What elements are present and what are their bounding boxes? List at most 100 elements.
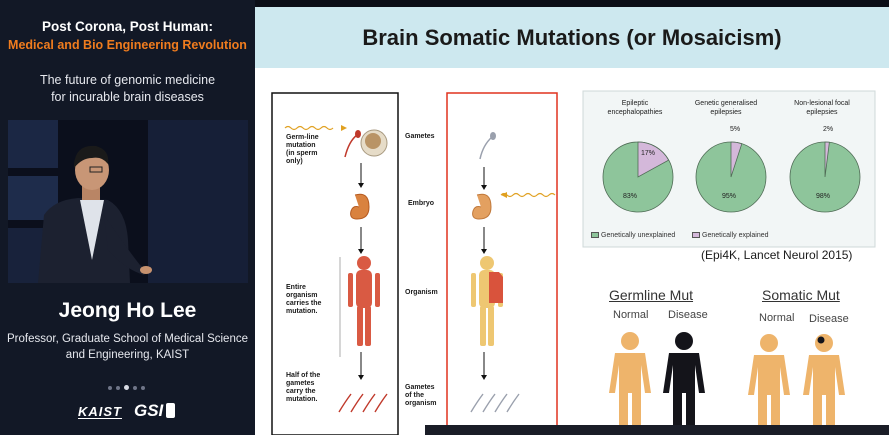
pie-title-line: epilepsies: [806, 108, 838, 116]
arrow-head: [481, 185, 487, 190]
arrow-head: [358, 375, 364, 380]
germline-disease-label: Disease: [668, 309, 708, 321]
arrow-head: [358, 249, 364, 254]
somatic-disease-silhouette: [803, 334, 845, 433]
speaker-affiliation-line1: Professor, Graduate School of Medical Sc…: [7, 333, 248, 345]
brain-lesion-marker: [817, 336, 825, 344]
pie-label-unexplained: 83%: [622, 193, 637, 200]
note-line: Gametes: [405, 384, 435, 391]
organism-red-figure: [348, 256, 380, 346]
talk-title: The future of genomic medicine for incur…: [0, 72, 255, 106]
note-line: Half of the: [286, 372, 321, 379]
pie-label-explained: 5%: [729, 126, 741, 133]
note-line: gametes: [286, 380, 315, 387]
slide-pagination[interactable]: [106, 379, 147, 391]
sperm-head-icon: [355, 130, 361, 138]
somatic-heading: Somatic Mut: [762, 287, 840, 303]
germline-heading: Germline Mut: [609, 287, 694, 303]
germline-normal-label: Normal: [613, 309, 649, 321]
gsi-logo: GSI: [134, 401, 164, 420]
note-line: mutation.: [286, 396, 318, 403]
event-subtitle: Medical and Bio Engineering Revolution: [8, 38, 247, 52]
somatic-normal-label: Normal: [759, 312, 795, 324]
stage-gametes-of-organism: Gametes of the organism: [405, 384, 437, 408]
pie-label-explained: 2%: [822, 126, 834, 133]
pie-charts: [602, 141, 861, 213]
mutation-diagram: [271, 90, 876, 435]
stage-screen-panel: [148, 120, 248, 283]
gametes-somatic-icon: [470, 393, 520, 413]
pie-title-genetic-generalised: Genetic generalised epilepsies: [683, 100, 769, 117]
note-line: only): [286, 158, 303, 165]
talk-title-line1: The future of genomic medicine: [39, 73, 216, 87]
stage-embryo: Embryo: [408, 200, 435, 207]
caption-strip: [425, 425, 889, 435]
germline-mutation-note: Germ-line mutation (in sperm only): [286, 134, 319, 166]
arrow-head: [481, 249, 487, 254]
note-line: carries the: [286, 300, 322, 307]
half-gametes-note: Half of the gametes carry the mutation.: [286, 372, 320, 404]
note-line: carry the: [286, 388, 316, 395]
legend-swatch-unexplained: [591, 232, 599, 239]
somatic-embryo-icon: [472, 193, 492, 220]
pagination-dot-active[interactable]: [124, 385, 129, 391]
gametes-germline-icon: [338, 393, 388, 413]
somatic-disease-label: Disease: [809, 313, 849, 325]
speaker-panel: Post Corona, Post Human: Medical and Bio…: [0, 0, 255, 435]
speaker-figure: [38, 145, 152, 283]
pagination-dot[interactable]: [108, 385, 112, 390]
note-line: of the: [405, 392, 425, 399]
pie-title-non-lesional-focal: Non-lesional focal epilepsies: [779, 100, 865, 117]
pie-title-epileptic-encephalopathies: Epileptic encephalopathies: [592, 100, 678, 117]
pie-title-line: Non-lesional focal: [794, 100, 850, 107]
pagination-dot[interactable]: [133, 385, 137, 390]
somatic-sperm-head-icon: [490, 132, 496, 140]
legend-swatch-explained: [692, 232, 700, 239]
note-line: organism: [286, 292, 318, 299]
somatic-column-frame: [446, 92, 558, 435]
speaker-affiliation-line2: and Engineering, KAIST: [65, 349, 190, 361]
pie-slice-explained: [637, 141, 670, 178]
stage-screen-panel: [8, 120, 58, 168]
pie-label-unexplained: 98%: [815, 193, 830, 200]
event-title: Post Corona, Post Human:: [41, 19, 213, 34]
legend-label: Genetically explained: [702, 232, 769, 239]
stage-gametes: Gametes: [405, 133, 435, 140]
germline-wavy-arrow: [284, 125, 334, 131]
egg-nucleus-icon: [365, 133, 381, 149]
pie-slice-explained: [824, 141, 830, 178]
somatic-wavy-arrowhead: [501, 192, 507, 198]
presentation-slide: Brain Somatic Mutations (or Mosaicism): [255, 7, 889, 435]
germline-wavy-arrowhead: [341, 125, 347, 131]
pie-slice-explained: [730, 141, 743, 178]
mosaic-patch: [489, 272, 503, 303]
note-line: (in sperm: [286, 150, 318, 157]
gsi-logo-mark: [166, 403, 175, 418]
note-line: mutation.: [286, 308, 318, 315]
somatic-sperm-icon: [479, 136, 493, 160]
speaker-name: Jeong Ho Lee: [58, 299, 197, 322]
slide-header: Brain Somatic Mutations (or Mosaicism): [255, 7, 889, 68]
stage-organism: Organism: [405, 289, 438, 296]
pagination-dot[interactable]: [116, 385, 120, 390]
sperm-icon: [344, 134, 358, 158]
germline-column-frame: [271, 92, 399, 435]
somatic-wavy-arrow: [500, 192, 556, 198]
legend-label: Genetically unexplained: [601, 232, 676, 239]
citation: (Epi4K, Lancet Neurol 2015): [701, 248, 853, 262]
embryo-icon: [350, 193, 370, 220]
pagination-dot[interactable]: [141, 385, 145, 390]
pie-title-line: Epileptic: [621, 100, 649, 107]
note-line: mutation: [286, 142, 316, 149]
speaker-affiliation: Professor, Graduate School of Medical Sc…: [0, 331, 255, 363]
pie-legend-explained: Genetically explained: [692, 232, 769, 239]
pie-label-explained: 17%: [640, 150, 655, 157]
germline-normal-silhouette: [609, 332, 651, 431]
entire-organism-note: Entire organism carries the mutation.: [286, 284, 321, 316]
pie-label-unexplained: 95%: [721, 193, 736, 200]
pie-title-line: encephalopathies: [607, 108, 663, 116]
speaker-video: [8, 120, 248, 283]
pie-title-line: epilepsies: [710, 108, 742, 116]
note-line: organism: [405, 400, 437, 407]
kaist-logo: KAIST: [78, 404, 122, 419]
